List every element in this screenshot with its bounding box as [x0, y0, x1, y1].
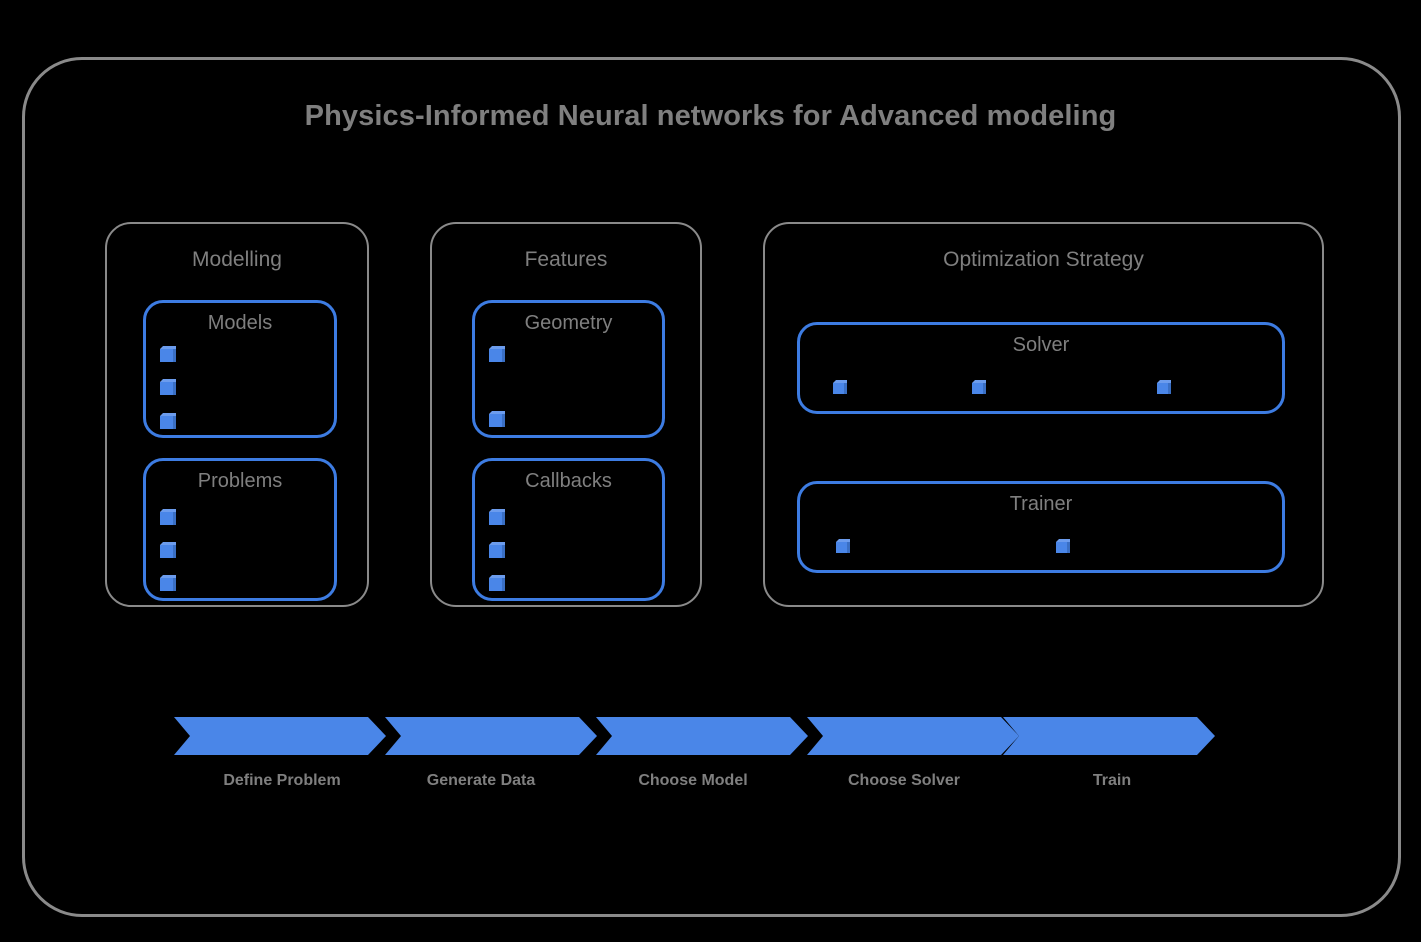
pipeline-step-label-4: Choose Solver	[847, 772, 961, 789]
pipeline-arrow-3[interactable]	[596, 717, 808, 755]
cube-icon	[489, 542, 505, 558]
pipeline-arrow-5[interactable]	[1003, 717, 1215, 755]
cube-icon	[1056, 539, 1070, 553]
outer-container	[22, 57, 1401, 917]
sub-box-models[interactable]: Models	[143, 300, 337, 438]
cube-icon	[489, 509, 505, 525]
cube-icon	[489, 346, 505, 362]
cube-icon	[836, 539, 850, 553]
group-features: Features	[430, 222, 702, 607]
sub-box-callbacks-label: Callbacks	[525, 470, 612, 492]
sub-box-trainer[interactable]: Trainer	[797, 481, 1285, 573]
group-features-label: Features	[524, 248, 608, 271]
cube-icon	[1157, 380, 1171, 394]
sub-box-callbacks[interactable]: Callbacks	[472, 458, 665, 601]
cube-icon	[160, 509, 176, 525]
pipeline-arrow-4[interactable]	[807, 717, 1019, 755]
pipeline-step-label-3: Choose Model	[638, 772, 748, 789]
group-modelling: Modelling	[105, 222, 369, 607]
sub-box-solver[interactable]: Solver	[797, 322, 1285, 414]
sub-box-problems-label: Problems	[197, 470, 283, 492]
sub-box-problems[interactable]: Problems	[143, 458, 337, 601]
pipeline-arrow-2[interactable]	[385, 717, 597, 755]
group-modelling-label: Modelling	[192, 248, 282, 271]
cube-icon	[160, 379, 176, 395]
pipeline-step-label-2: Generate Data	[426, 772, 536, 789]
pipeline-step-label-5: Train	[1092, 772, 1132, 789]
group-optimization-strategy-label: Optimization Strategy	[943, 248, 1144, 271]
cube-icon	[489, 575, 505, 591]
cube-icon	[160, 542, 176, 558]
sub-box-solver-label: Solver	[1012, 334, 1070, 356]
group-optimization-strategy: Optimization Strategy	[763, 222, 1324, 607]
sub-box-models-label: Models	[207, 312, 273, 334]
sub-box-trainer-label: Trainer	[1009, 493, 1073, 515]
page-title: Physics-Informed Neural networks for Adv…	[304, 100, 1117, 132]
cube-icon	[160, 575, 176, 591]
cube-icon	[160, 346, 176, 362]
sub-box-geometry[interactable]: Geometry	[472, 300, 665, 438]
cube-icon	[160, 413, 176, 429]
pipeline-step-label-1: Define Problem	[223, 772, 341, 789]
cube-icon	[489, 411, 505, 427]
pipeline-arrow-1[interactable]	[174, 717, 386, 755]
cube-icon	[972, 380, 986, 394]
sub-box-geometry-label: Geometry	[524, 312, 613, 334]
cube-icon	[833, 380, 847, 394]
